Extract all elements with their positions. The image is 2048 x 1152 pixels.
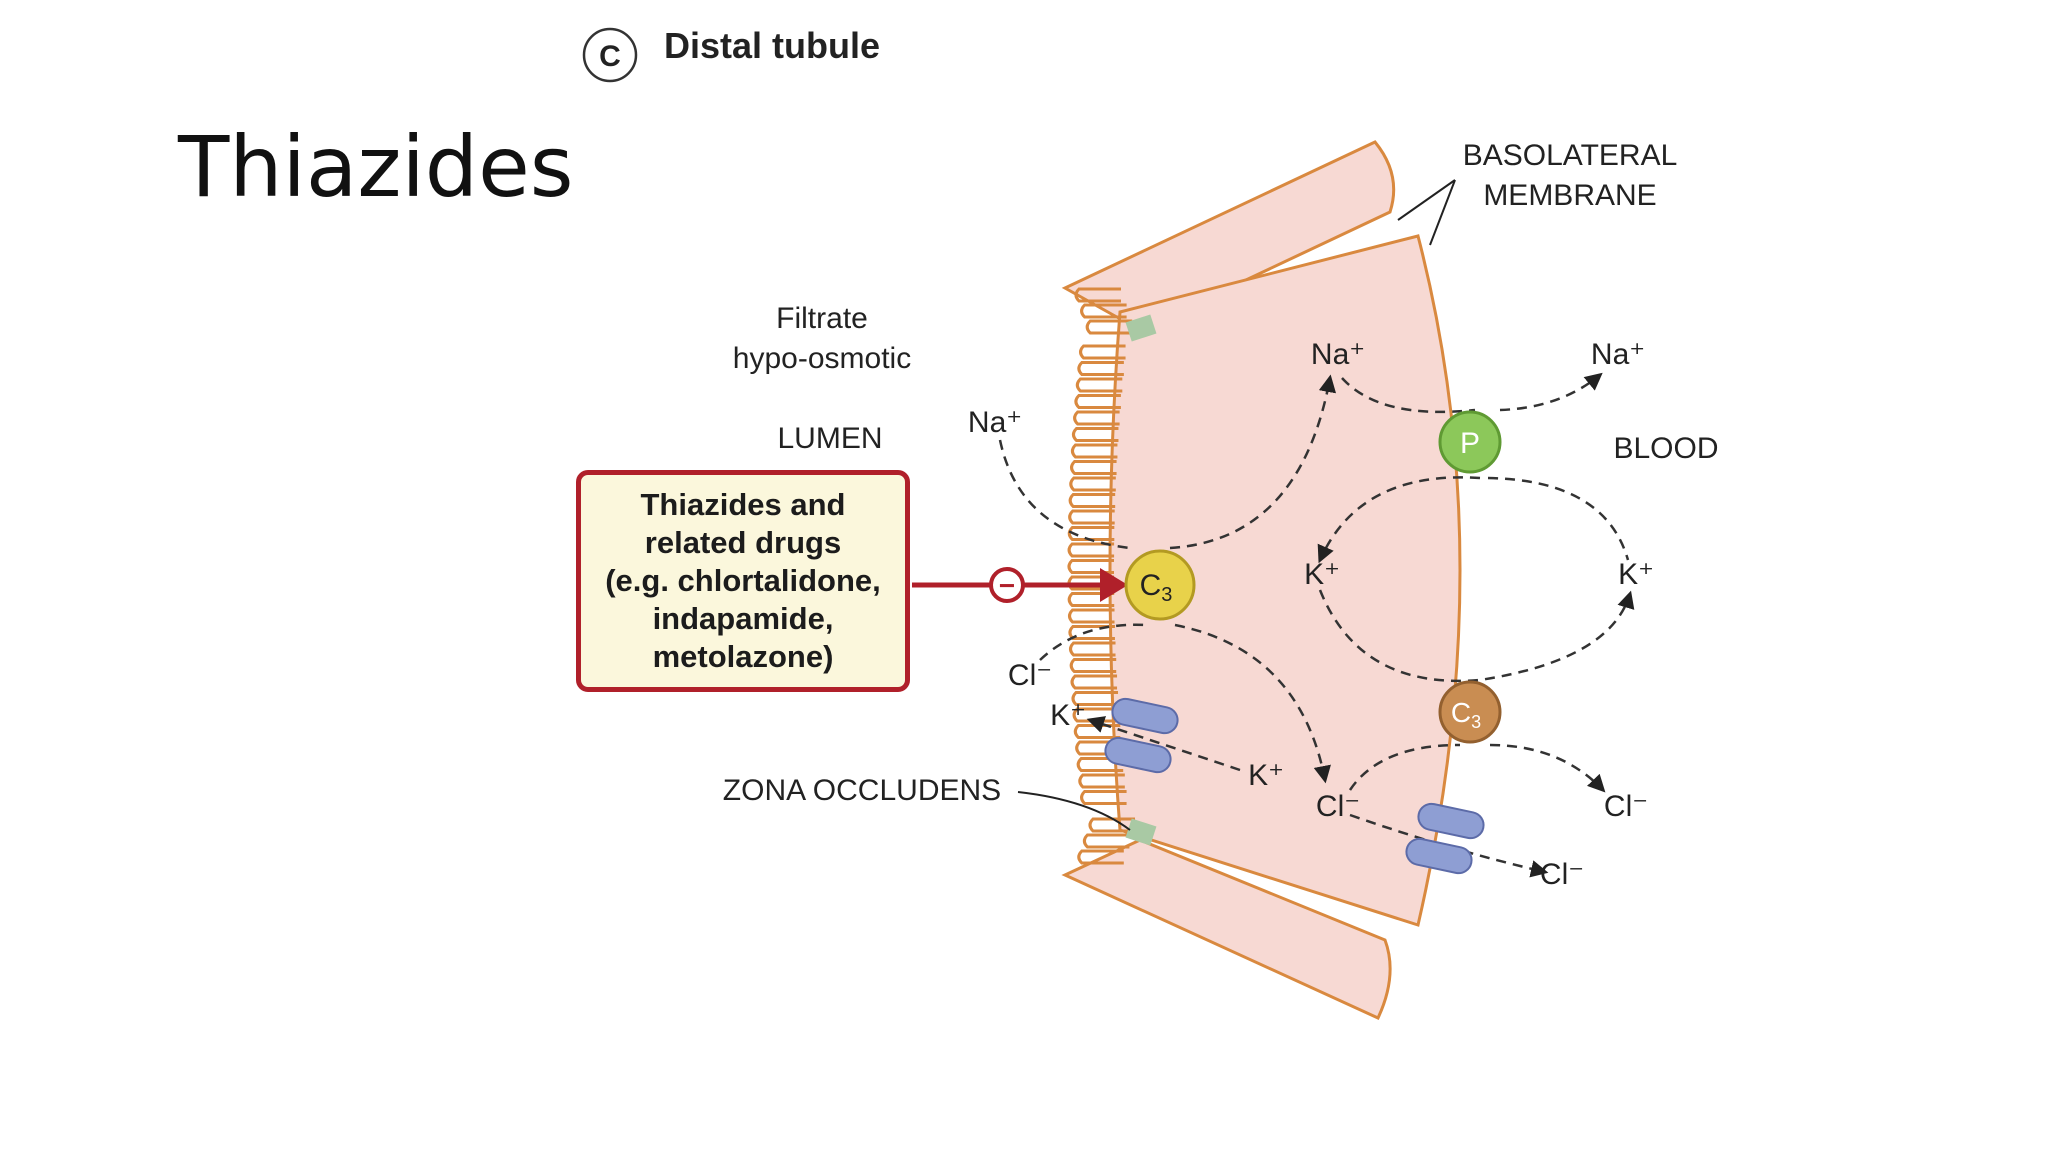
thiazide-drug-box: Thiazides and related drugs (e.g. chlort… [576, 470, 910, 692]
microvillus [1075, 377, 1123, 393]
inhibit-symbol: − [999, 570, 1015, 601]
microvillus [1078, 773, 1125, 789]
k-loop-upper-arrow [1487, 476, 1630, 561]
ion-cl-cell: Cl⁻ [1316, 790, 1360, 823]
panel-letter-circle [582, 27, 638, 83]
drug-box-line-3: (e.g. chlortalidone, [605, 563, 881, 598]
microvillus [1067, 542, 1115, 558]
c3-basal-transporter: C3 [1438, 680, 1502, 744]
microvillus [1076, 757, 1124, 772]
inhibit-symbol-circle [989, 567, 1025, 603]
apical-k-channel-1 [1111, 697, 1179, 735]
zona-occludens-upper [1125, 314, 1157, 342]
na-pump-to-blood-arrow [1499, 372, 1603, 412]
pump-transporter: P [1438, 410, 1502, 474]
microvillus [1067, 526, 1115, 541]
basolateral-label-line2: MEMBRANE [1483, 179, 1656, 212]
ion-na-lumen: Na⁺ [968, 406, 1022, 439]
microvillus [1070, 460, 1117, 475]
microvillus [1070, 443, 1118, 459]
microvillus [1070, 674, 1118, 690]
k-loop-lower-arrow [1318, 589, 1635, 683]
k-blood-to-cell-arrow [1317, 476, 1481, 564]
pump-label: P [1460, 427, 1480, 460]
basolateral-label-line1: BASOLATERAL [1463, 139, 1678, 172]
microvillus [1072, 707, 1120, 723]
c3-basal-label: C3 [1451, 697, 1481, 732]
lumen-label: LUMEN [777, 422, 882, 455]
panel-header: C Distal tubule [582, 25, 880, 83]
ion-k-lumen: K⁺ [1050, 699, 1086, 732]
microvillus [1069, 658, 1117, 673]
inhibition-arrow-head [1100, 568, 1128, 602]
microvillus [1075, 740, 1122, 756]
na-lumen-to-c3-arrow [998, 439, 1131, 550]
microvillus [1079, 344, 1126, 360]
basal-cl-channel-2 [1405, 837, 1473, 875]
epithelial-cell [1108, 234, 1462, 927]
lower-neighbor-cell [1061, 838, 1392, 1020]
ion-cl-blood-2: Cl⁻ [1540, 858, 1584, 891]
k-cell-to-lumen-arrow [1086, 716, 1241, 772]
microvillus [1080, 303, 1127, 319]
drug-box-line-5: metolazone) [652, 639, 834, 674]
zona-occludens-label: ZONA OCCLUDENS [723, 774, 1001, 807]
cl-basal-to-blood-arrow-1 [1489, 743, 1606, 793]
ion-k-cell: K⁺ [1304, 558, 1340, 591]
cl-lumen-arc-arrow [1039, 623, 1146, 661]
ion-k-blood: K⁺ [1618, 558, 1654, 591]
cl-cell-to-c3-basal-arrow [1348, 743, 1461, 791]
ion-k-cell-low: K⁺ [1248, 759, 1284, 792]
microvillus [1074, 394, 1121, 409]
c3-apical-label: C3 [1140, 569, 1173, 606]
basal-cl-channel-1 [1417, 802, 1485, 840]
blood-label: BLOOD [1613, 432, 1718, 465]
microvillus [1067, 559, 1114, 574]
microvillus [1088, 817, 1135, 833]
ion-na-blood: Na⁺ [1591, 338, 1645, 371]
microvillus [1080, 790, 1127, 805]
microvillus [1069, 641, 1116, 657]
zona-occludens-lower [1125, 818, 1157, 846]
microvillus [1069, 476, 1116, 492]
drug-box-line-1: Thiazides and [640, 487, 846, 522]
drug-box-line-2: related drugs [644, 525, 842, 560]
filtrate-label-line2: hypo-osmotic [733, 342, 911, 375]
microvillus [1082, 833, 1130, 849]
microvillus [1077, 849, 1124, 865]
ion-cl-lumen: Cl⁻ [1008, 659, 1052, 692]
microvillus [1067, 592, 1115, 607]
brush-border [1067, 287, 1135, 865]
ion-na-cell: Na⁺ [1311, 338, 1365, 371]
microvillus [1071, 691, 1119, 706]
zona-occludens-pointer [1017, 791, 1131, 831]
basolateral-pointer-2 [1429, 179, 1456, 246]
c3-apical-transporter: C3 [1124, 549, 1196, 621]
apical-k-channel-2 [1104, 736, 1172, 774]
upper-neighbor-cell [1061, 140, 1396, 332]
microvillus [1068, 509, 1115, 525]
microvillus [1073, 410, 1120, 426]
basolateral-pointer-1 [1397, 179, 1456, 221]
microvillus [1068, 493, 1116, 508]
microvillus [1074, 287, 1121, 303]
microvillus [1085, 319, 1133, 335]
slide-title: Thiazides [178, 118, 574, 216]
drug-box-line-4: indapamide, [652, 601, 834, 636]
microvillus [1077, 361, 1124, 376]
microvillus [1073, 724, 1121, 739]
panel-title: Distal tubule [664, 25, 880, 66]
microvillus [1071, 427, 1119, 442]
panel-letter: C [599, 40, 621, 73]
na-cell-to-pump-arrow [1341, 377, 1476, 414]
filtrate-label-line1: Filtrate [776, 302, 868, 335]
microvillus [1068, 608, 1115, 624]
ion-cl-blood-1: Cl⁻ [1604, 790, 1648, 823]
